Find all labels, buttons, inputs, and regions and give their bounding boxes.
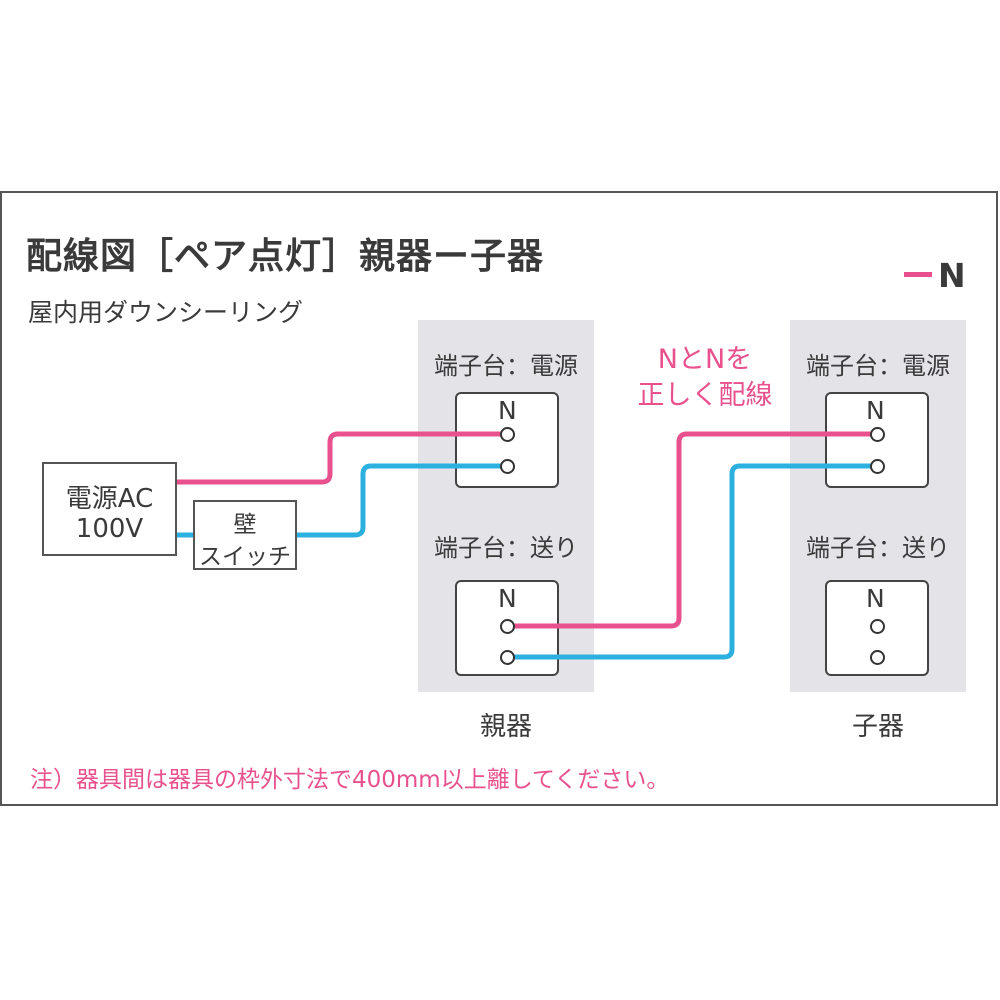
wall-switch-box: 壁 スイッチ [193, 500, 297, 570]
parent-send-terminal-label: 端子台：送り [434, 534, 578, 562]
parent-unit-label: 親器 [479, 712, 532, 742]
diagram-subtitle: 屋内用ダウンシーリング [28, 298, 304, 327]
child-power-terminal-l-point [870, 459, 885, 474]
footnote: 注）器具間は器具の枠外寸法で400mm以上離してください。 [30, 767, 670, 793]
neutral-wire-parent-to-child [507, 431, 877, 629]
child-power-terminal-label: 端子台：電源 [806, 352, 950, 380]
line-wire-parent-to-child [507, 463, 877, 660]
power-source-line2: 100V [75, 514, 144, 544]
parent-send-terminal-n-point [500, 619, 515, 634]
parent-power-terminal-n: N [498, 396, 517, 425]
child-power-terminal-n-point [870, 427, 885, 442]
wiring-note: NとNを 正しく配線 [620, 342, 790, 414]
wiring-note-line2: 正しく配線 [637, 380, 773, 411]
wiring-note-line1: NとNを [657, 344, 753, 375]
line-wire-switch-to-parent [297, 463, 507, 538]
parent-send-terminal-n: N [498, 584, 517, 613]
parent-power-terminal-l-point [500, 459, 515, 474]
child-send-terminal-l-point [870, 650, 885, 665]
parent-power-terminal-n-point [500, 427, 515, 442]
child-unit-label: 子器 [851, 712, 904, 742]
wall-switch-line2: スイッチ [199, 544, 291, 570]
legend: N [904, 256, 984, 295]
legend-label: N [938, 256, 966, 295]
parent-send-terminal-l-point [500, 650, 515, 665]
power-source-box: 電源AC 100V [42, 462, 177, 556]
wall-switch-line1: 壁 [233, 512, 257, 538]
child-send-terminal-n-point [870, 619, 885, 634]
child-send-terminal-label: 端子台：送り [806, 534, 950, 562]
power-source-line1: 電源AC [65, 484, 154, 514]
neutral-wire-source-to-parent [177, 431, 507, 485]
parent-power-terminal-label: 端子台：電源 [434, 352, 578, 380]
child-send-terminal-n: N [866, 584, 885, 613]
legend-swatch-neutral [904, 272, 932, 277]
diagram-title: 配線図［ペア点灯］親器ー子器 [26, 236, 545, 277]
child-power-terminal-n: N [866, 396, 885, 425]
